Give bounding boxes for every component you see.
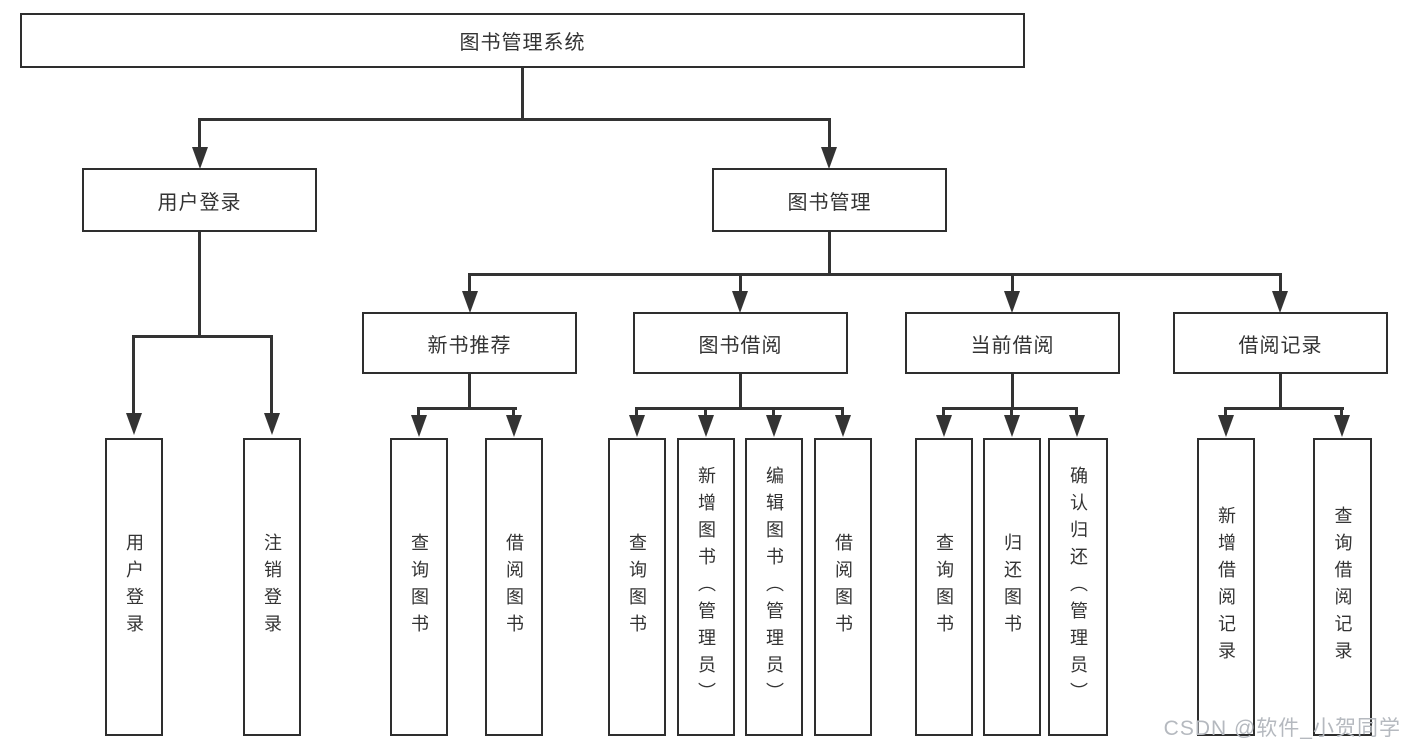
connector-drop <box>739 273 742 295</box>
arrow-down-icon <box>766 415 782 437</box>
leaf-add-books-admin: 新增图书（管理员） <box>677 438 735 736</box>
node-user-login: 用户登录 <box>82 168 317 232</box>
arrow-down-icon <box>126 413 142 435</box>
connector-root-rail <box>198 118 831 121</box>
connector-drop <box>198 118 201 151</box>
arrow-down-icon <box>1069 415 1085 437</box>
connector-drop <box>704 407 707 417</box>
csdn-watermark: CSDN @软件_小贺同学 <box>1163 717 1401 740</box>
node-book-borrow: 图书借阅 <box>633 312 848 374</box>
leaf-query-books-1: 查询图书 <box>390 438 448 736</box>
connector-stem <box>468 374 471 410</box>
node-borrow-records: 借阅记录 <box>1173 312 1388 374</box>
arrow-down-icon <box>1334 415 1350 437</box>
connector-drop <box>841 407 844 417</box>
arrow-down-icon <box>1004 291 1020 313</box>
connector-user-stem <box>198 232 201 338</box>
leaf-user-login: 用户登录 <box>105 438 163 736</box>
connector-stem <box>739 374 742 410</box>
connector-user-rail <box>132 335 273 338</box>
connector-drop <box>512 407 515 417</box>
node-book-management: 图书管理 <box>712 168 947 232</box>
node-new-book-recommend: 新书推荐 <box>362 312 577 374</box>
arrow-down-icon <box>835 415 851 437</box>
arrow-down-icon <box>821 147 837 169</box>
node-root: 图书管理系统 <box>20 13 1025 68</box>
leaf-add-borrow-record: 新增借阅记录 <box>1197 438 1255 736</box>
connector-drop <box>1011 273 1014 295</box>
leaf-query-books-3: 查询图书 <box>915 438 973 736</box>
connector-drop <box>1075 407 1078 417</box>
connector-drop <box>635 407 638 417</box>
arrow-down-icon <box>462 291 478 313</box>
connector-drop <box>1279 273 1282 295</box>
arrow-down-icon <box>1218 415 1234 437</box>
arrow-down-icon <box>1272 291 1288 313</box>
connector-drop <box>270 335 273 415</box>
connector-rail <box>1224 407 1344 410</box>
leaf-query-books-2: 查询图书 <box>608 438 666 736</box>
leaf-logout: 注销登录 <box>243 438 301 736</box>
arrow-down-icon <box>732 291 748 313</box>
leaf-borrow-books-1: 借阅图书 <box>485 438 543 736</box>
arrow-down-icon <box>629 415 645 437</box>
connector-stem <box>1279 374 1282 410</box>
connector-drop <box>942 407 945 417</box>
connector-mgmt-stem <box>828 232 831 276</box>
connector-drop <box>132 335 135 415</box>
connector-stem <box>1011 374 1014 410</box>
connector-rail <box>635 407 844 410</box>
leaf-edit-books-admin: 编辑图书（管理员） <box>745 438 803 736</box>
connector-drop <box>468 273 471 295</box>
connector-drop <box>828 118 831 151</box>
connector-rail <box>417 407 517 410</box>
arrow-down-icon <box>192 147 208 169</box>
arrow-down-icon <box>506 415 522 437</box>
leaf-borrow-books-2: 借阅图书 <box>814 438 872 736</box>
connector-root-stem <box>521 68 524 121</box>
leaf-confirm-return-admin: 确认归还（管理员） <box>1048 438 1108 736</box>
connector-drop <box>772 407 775 417</box>
arrow-down-icon <box>1004 415 1020 437</box>
leaf-query-borrow-record: 查询借阅记录 <box>1313 438 1372 736</box>
leaf-return-books: 归还图书 <box>983 438 1041 736</box>
connector-mgmt-rail <box>468 273 1282 276</box>
node-current-borrow: 当前借阅 <box>905 312 1120 374</box>
connector-drop <box>1224 407 1227 417</box>
arrow-down-icon <box>264 413 280 435</box>
arrow-down-icon <box>698 415 714 437</box>
arrow-down-icon <box>936 415 952 437</box>
connector-drop <box>417 407 420 417</box>
arrow-down-icon <box>411 415 427 437</box>
connector-drop <box>1340 407 1343 417</box>
connector-drop <box>1010 407 1013 417</box>
